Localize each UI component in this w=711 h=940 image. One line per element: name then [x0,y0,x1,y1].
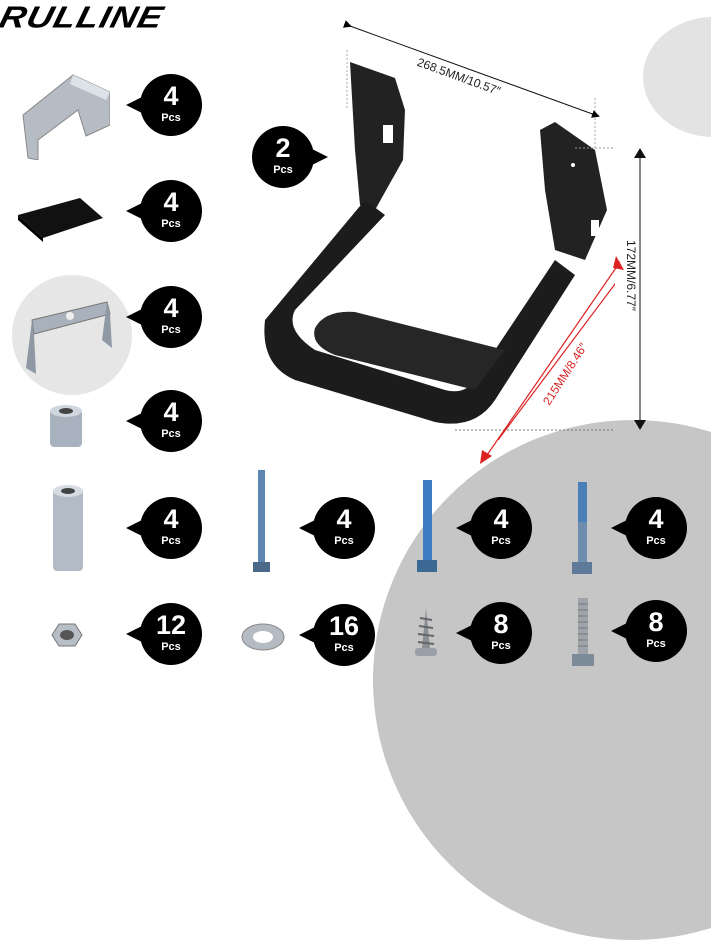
part-count-badge-u-bracket: 4 Pcs [126,286,202,348]
long-bolt-icon [253,470,270,572]
long-spacer-icon [53,485,83,571]
height-dimension-label: 172MM/6.77″ [624,240,638,311]
part-count-badge-short-spacer: 4 Pcs [126,390,202,452]
rubber-pad-icon [18,198,103,242]
hex-nut-icon [51,623,83,647]
part-count-badge-blue-bolt: 4 Pcs [456,497,532,559]
part-count-badge-long-bolt: 4 Pcs [299,497,375,559]
screw-icon [415,608,437,656]
part-count-badge-long-spacer: 4 Pcs [126,497,202,559]
brand-logo: RULLINE [0,0,168,35]
part-count-badge-washer: 16 Pcs [299,604,375,666]
short-spacer-icon [50,405,82,447]
partial-thread-bolt-icon [572,482,592,574]
washer-icon [241,623,285,651]
step-count-badge: 2 Pcs [252,126,328,188]
depth-dimension-arrow [480,256,624,464]
steel-bolt-icon [572,598,594,666]
height-dimension-arrow [634,148,646,430]
part-count-badge-hex-nut: 12 Pcs [126,603,202,665]
width-dimension-arrow [342,20,600,118]
part-count-badge-bracket-large: 4 Pcs [126,74,202,136]
part-count-badge-partial-thread-bolt: 4 Pcs [611,497,687,559]
bg-circle-top-right [643,17,711,137]
bent-bracket-icon [22,74,110,160]
part-count-badge-rubber-pad: 4 Pcs [126,180,202,242]
blue-bolt-icon [417,480,437,572]
step-icon [264,50,615,440]
u-bracket-icon [26,301,112,374]
part-count-badge-screw: 8 Pcs [456,602,532,664]
part-count-badge-steel-bolt: 8 Pcs [611,600,687,662]
